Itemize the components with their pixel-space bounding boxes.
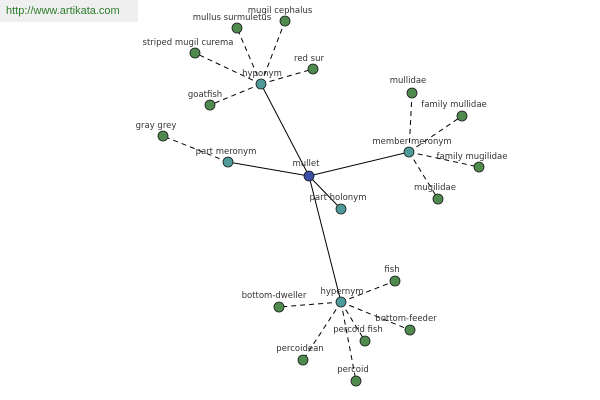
label-percoidean: percoidean <box>276 344 323 354</box>
edge-hyponym-mugil-cephalus <box>260 20 286 85</box>
edge-mullet-hypernym <box>308 175 342 303</box>
label-bottom-dweller: bottom-dweller <box>242 291 307 301</box>
node-bottom-feeder[interactable] <box>404 324 416 336</box>
edge-hyponym-red-sur <box>260 68 314 85</box>
label-fish: fish <box>384 265 399 275</box>
watermark-url: http://www.artikata.com <box>0 0 138 22</box>
edge-hypernym-bottom-dweller <box>278 301 342 308</box>
edge-member-meronym-mullidae <box>408 92 413 153</box>
label-mugil-cephalus: mugil cephalus <box>248 6 313 16</box>
edge-hypernym-percoid-fish <box>340 301 366 342</box>
label-hypernym: hypernym <box>320 287 363 297</box>
leaf-edges <box>162 20 480 382</box>
label-striped-mugil-curema: striped mugil curema <box>143 38 234 48</box>
label-part-meronym: part meronym <box>196 147 257 157</box>
edge-hyponym-striped-mugil-curema <box>194 52 262 85</box>
node-mugilidae[interactable] <box>432 193 444 205</box>
label-hyponym: hyponym <box>242 69 282 79</box>
node-percoid-fish[interactable] <box>359 335 371 347</box>
node-percoid[interactable] <box>350 375 362 387</box>
label-family-mugilidae: family mugilidae <box>437 152 508 162</box>
edge-mullet-member-meronym <box>308 151 410 177</box>
label-goatfish: goatfish <box>188 90 222 100</box>
node-fish[interactable] <box>389 275 401 287</box>
edge-hypernym-percoid <box>340 301 357 382</box>
edge-hyponym-goatfish <box>209 83 262 106</box>
label-member-meronym: member meronym <box>372 137 451 147</box>
label-percoid: percoid <box>337 365 369 375</box>
node-part-meronym[interactable] <box>222 156 234 168</box>
label-bottom-feeder: bottom-feeder <box>375 314 437 324</box>
node-goatfish[interactable] <box>204 99 216 111</box>
node-family-mugilidae[interactable] <box>473 161 485 173</box>
node-mullet[interactable] <box>303 170 315 182</box>
edge-member-meronym-family-mullidae <box>408 115 463 153</box>
node-percoidean[interactable] <box>297 354 309 366</box>
edge-member-meronym-mugilidae <box>408 151 439 200</box>
edge-mullet-part-meronym <box>227 161 310 177</box>
edge-member-meronym-family-mugilidae <box>408 151 480 168</box>
edge-hypernym-bottom-feeder <box>340 301 411 331</box>
label-gray-grey: gray grey <box>136 121 177 131</box>
node-mugil-cephalus[interactable] <box>279 15 291 27</box>
label-percoid-fish: percoid fish <box>333 325 382 335</box>
edge-mullet-hyponym <box>260 83 310 177</box>
node-striped-mugil-curema[interactable] <box>189 47 201 59</box>
label-mugilidae: mugilidae <box>414 183 456 193</box>
label-family-mullidae: family mullidae <box>421 100 487 110</box>
edge-hyponym-mullus-surmuletus <box>236 27 262 85</box>
relation-edges <box>227 83 410 303</box>
label-part-holonym: part holonym <box>310 193 367 203</box>
label-mullidae: mullidae <box>390 76 427 86</box>
node-red-sur[interactable] <box>307 63 319 75</box>
node-hypernym[interactable] <box>335 296 347 308</box>
edge-hypernym-percoidean <box>302 301 342 361</box>
label-mullet: mullet <box>293 159 321 169</box>
edge-part-meronym-gray-grey <box>162 135 229 163</box>
node-family-mullidae[interactable] <box>456 110 468 122</box>
label-mullus-surmuletus: mullus surmuletus <box>193 13 272 23</box>
node-hyponym[interactable] <box>255 78 267 90</box>
node-part-holonym[interactable] <box>335 203 347 215</box>
label-red-sur: red sur <box>294 54 324 64</box>
node-bottom-dweller[interactable] <box>273 301 285 313</box>
node-mullus-surmuletus[interactable] <box>231 22 243 34</box>
node-gray-grey[interactable] <box>157 130 169 142</box>
node-member-meronym[interactable] <box>403 146 415 158</box>
edge-mullet-part-holonym <box>308 175 342 210</box>
edge-hypernym-fish <box>340 280 396 303</box>
node-mullidae[interactable] <box>406 87 418 99</box>
